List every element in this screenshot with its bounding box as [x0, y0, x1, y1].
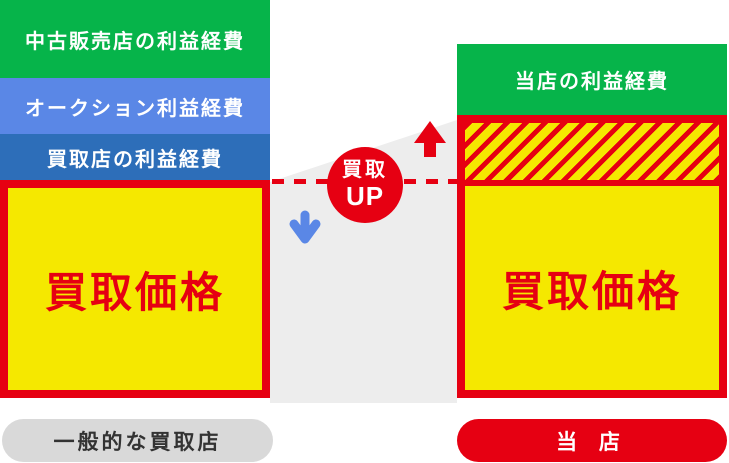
left-block-resale-store-expenses-label: 中古販売店の利益経費 [25, 30, 245, 53]
buyback-up-badge-line2: UP [345, 180, 385, 211]
right-buyback-price-label: 買取価格 [501, 267, 682, 315]
right-price-area: 買取価格 [465, 186, 719, 390]
right-buyback-price-box: 買取価格 [457, 115, 727, 398]
right-footer-pill-our-store: 当 店 [457, 419, 727, 462]
right-block-our-store-expenses: 当店の利益経費 [457, 44, 727, 115]
left-block-auction-expenses-label: オークション利益経費 [25, 97, 245, 120]
price-increase-hatch-band [465, 123, 719, 180]
left-block-buyback-store-expenses: 買取店の利益経費 [0, 134, 270, 180]
left-block-resale-store-expenses: 中古販売店の利益経費 [0, 0, 270, 78]
left-block-auction-expenses: オークション利益経費 [0, 78, 270, 134]
gray-slope-shape [270, 120, 457, 403]
arrow-down-icon [289, 210, 321, 244]
buyback-up-badge: 買取 UP [327, 147, 403, 223]
hatch-separator-line [465, 180, 719, 186]
left-footer-pill-general-store: 一般的な買取店 [2, 419, 273, 462]
left-buyback-price-label: 買取価格 [44, 268, 225, 316]
buyback-up-badge-line1: 買取 [342, 159, 388, 182]
right-block-our-store-expenses-label: 当店の利益経費 [515, 71, 669, 93]
left-footer-pill-label: 一般的な買取店 [53, 430, 222, 454]
right-footer-pill-label: 当 店 [556, 430, 628, 454]
left-buyback-price-box: 買取価格 [0, 180, 270, 398]
arrow-up-icon [414, 121, 446, 157]
left-block-buyback-store-expenses-label: 買取店の利益経費 [47, 148, 223, 171]
